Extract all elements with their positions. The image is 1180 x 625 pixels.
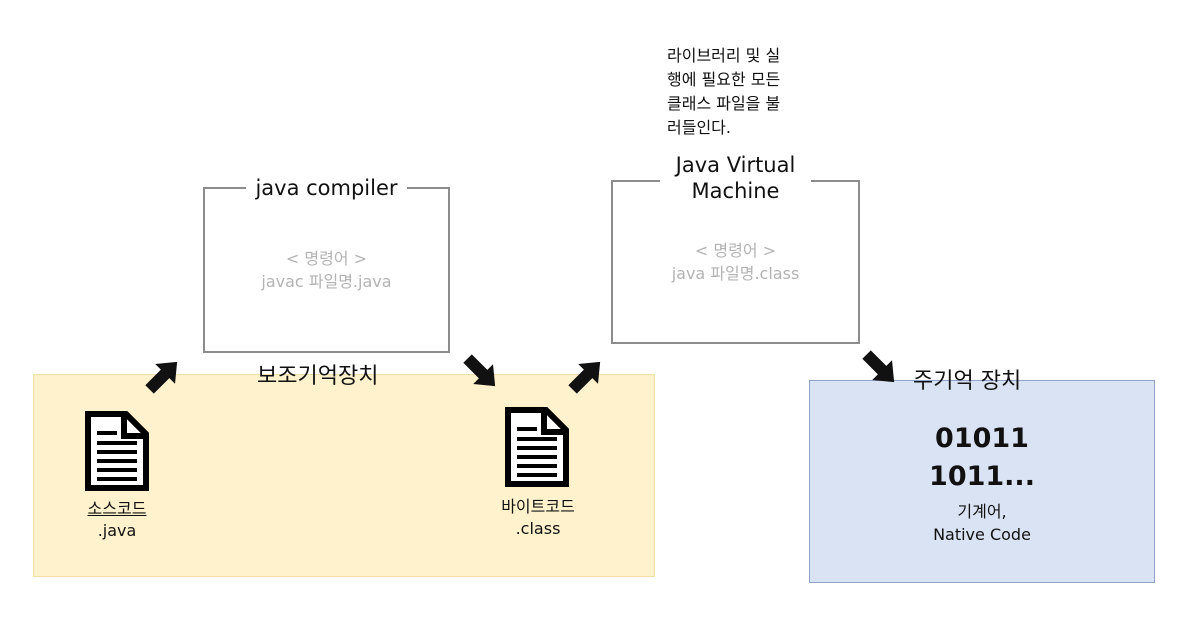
arrow-jvm-to-main-memory [862, 350, 895, 383]
jvm-command-label: < 명령어 > [694, 241, 777, 260]
java-compiler-box [203, 187, 450, 353]
jvm-command: java 파일명.class [671, 264, 800, 283]
java-compiler-title: java compiler [246, 175, 407, 201]
note-line: 러들인다. [667, 118, 731, 137]
compiler-command: javac 파일명.java [261, 272, 392, 291]
source-file-caption: 소스코드 .java [57, 498, 177, 542]
arrow-source-to-compiler [145, 361, 178, 394]
main-memory-region [809, 380, 1155, 583]
bytecode-file-caption: 바이트코드 .class [468, 496, 608, 540]
main-memory-label: 주기억 장치 [913, 369, 1022, 394]
compiler-command-label: < 명령어 > [285, 249, 368, 268]
bytecode-file-name: 바이트코드 [501, 497, 575, 516]
bytecode-file-icon [505, 407, 569, 487]
arrow-compiler-to-bytecode [463, 354, 496, 387]
source-file-icon [85, 411, 149, 491]
jvm-title-line: Machine [691, 179, 780, 203]
source-file-ext: .java [97, 521, 137, 540]
source-file-name: 소스코드 [87, 499, 147, 518]
auxiliary-storage-label: 보조기억장치 [257, 364, 379, 389]
machine-code-label: 기계어, [957, 502, 1007, 521]
binary-line: 01011 [935, 423, 1029, 454]
binary-line: 1011... [929, 461, 1035, 492]
jvm-description-note: 라이브러리 및 실 행에 필요한 모든 클래스 파일을 불 러들인다. [667, 44, 827, 140]
note-line: 클래스 파일을 불 [667, 94, 781, 113]
note-line: 행에 필요한 모든 [667, 70, 781, 89]
native-code-label: Native Code [933, 525, 1031, 544]
jvm-title: Java Virtual Machine [660, 152, 811, 204]
arrow-bytecode-to-jvm [568, 361, 601, 394]
note-line: 라이브러리 및 실 [667, 46, 781, 65]
jvm-box [611, 180, 860, 344]
bytecode-file-ext: .class [515, 519, 561, 538]
jvm-title-line: Java Virtual [675, 153, 796, 177]
